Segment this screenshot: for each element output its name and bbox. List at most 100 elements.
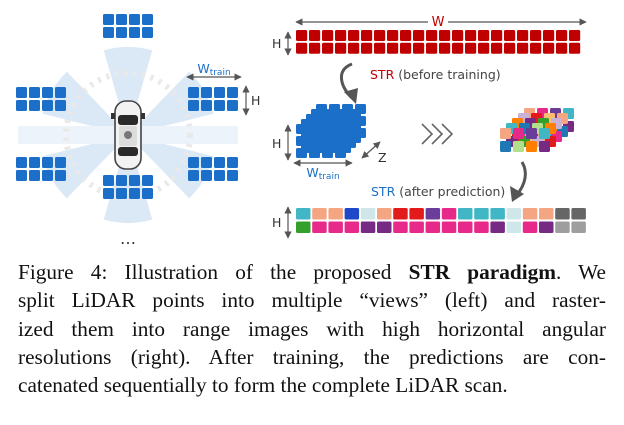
grid-cell [478,42,490,54]
pred-cell [312,208,327,220]
grid-cell [361,30,373,41]
grid-cell [188,157,199,168]
scan-ring [63,70,193,200]
grid-cell [452,30,464,41]
pred-cell [571,221,586,233]
pred-cell [458,208,473,220]
grid-cell [309,124,320,134]
grid-cell [201,87,212,98]
pred-cell [522,221,538,233]
stack-layer [296,124,346,158]
grid-cell [465,42,477,54]
view-stack [296,104,366,158]
grid-cell [543,30,555,41]
w-train-label-left: Wtrain [197,61,230,78]
grid-cell [335,30,347,41]
z-arrow [361,141,381,159]
grid-cell [309,148,320,158]
grid-cell [526,128,537,139]
pred-cell [344,208,360,220]
caption-bold-term: STR paradigm [408,260,557,284]
grid-cell [42,157,53,168]
pred-cell [393,208,408,220]
grid-cell [335,124,346,134]
grid-cell [296,42,308,54]
grid-cell [201,100,212,111]
grid-cell [517,30,529,41]
view-sector [42,135,128,199]
range-image-panel: W H STR (before training) H Wtrain Z STR… [272,13,587,239]
grid-cell [526,141,537,152]
pred-cell [441,208,457,220]
pred-cell [360,221,376,233]
pred-cell [490,208,505,220]
pred-layer [500,128,550,152]
pred-cell [393,221,408,233]
view-grids [16,14,238,199]
grid-cell [322,124,333,134]
grid-cell [116,175,127,186]
grid-cell [478,30,490,41]
pred-cell [539,221,554,233]
pred-cell [312,221,327,233]
grid-cell [530,42,542,54]
caption-line-4: resolutions (right). After training, the… [18,344,606,369]
grid-cell [569,30,581,41]
figure-caption: Figure 4: Illustration of the proposed S… [18,258,606,399]
grid-cell [439,30,451,41]
pred-cell [474,221,489,233]
grid-cell [116,188,127,199]
more-views-ellipsis: … [120,229,136,248]
grid-cell [426,42,438,54]
str-label-after: STR (after prediction) [371,184,505,199]
w-train-label-mid: Wtrain [306,165,339,182]
pred-cell [360,208,376,220]
grid-cell [322,148,333,158]
pred-cell [425,221,441,233]
full-range-image [296,30,581,54]
grid-cell [42,170,53,181]
grid-cell [335,148,346,158]
curved-arrow-head [344,88,358,104]
grid-cell [539,128,550,139]
grid-cell [29,170,40,181]
caption-suffix: . We [556,260,606,284]
pred-cell [425,208,441,220]
grid-cell [103,188,114,199]
grid-cell [214,170,225,181]
grid-cell [309,30,321,41]
grid-cell [309,42,321,54]
grid-cell [142,175,153,186]
grid-cell [426,30,438,41]
grid-cell [374,42,386,54]
grid-cell [413,42,425,54]
grid-cell [188,100,199,111]
grid-cell [500,141,511,152]
grid-cell [116,14,127,25]
grid-cell [142,14,153,25]
range-row [296,30,581,54]
grid-cell [335,136,346,146]
grid-cell [439,42,451,54]
h-label-mid: H [272,136,281,151]
grid-cell [188,87,199,98]
pred-cell [522,208,538,220]
pred-cell [539,208,554,220]
grid-cell [322,136,333,146]
grid-cell [214,100,225,111]
grid-cell [29,157,40,168]
grid-cell [322,42,334,54]
grid-cell [296,148,307,158]
lidar-views-panel: Wtrain H … [16,14,260,248]
grid-cell [513,141,524,152]
caption-line-2: split LiDAR points into multiple “views”… [18,288,606,313]
grid-cell [214,157,225,168]
grid-cell [16,170,27,181]
pred-cell [296,208,311,220]
grid-cell [400,30,412,41]
grid-cell [504,30,516,41]
caption-line-1: Figure 4: Illustration of the proposed S… [18,258,606,286]
grid-cell [348,42,360,54]
grid-cell [504,42,516,54]
grid-cell [500,128,511,139]
